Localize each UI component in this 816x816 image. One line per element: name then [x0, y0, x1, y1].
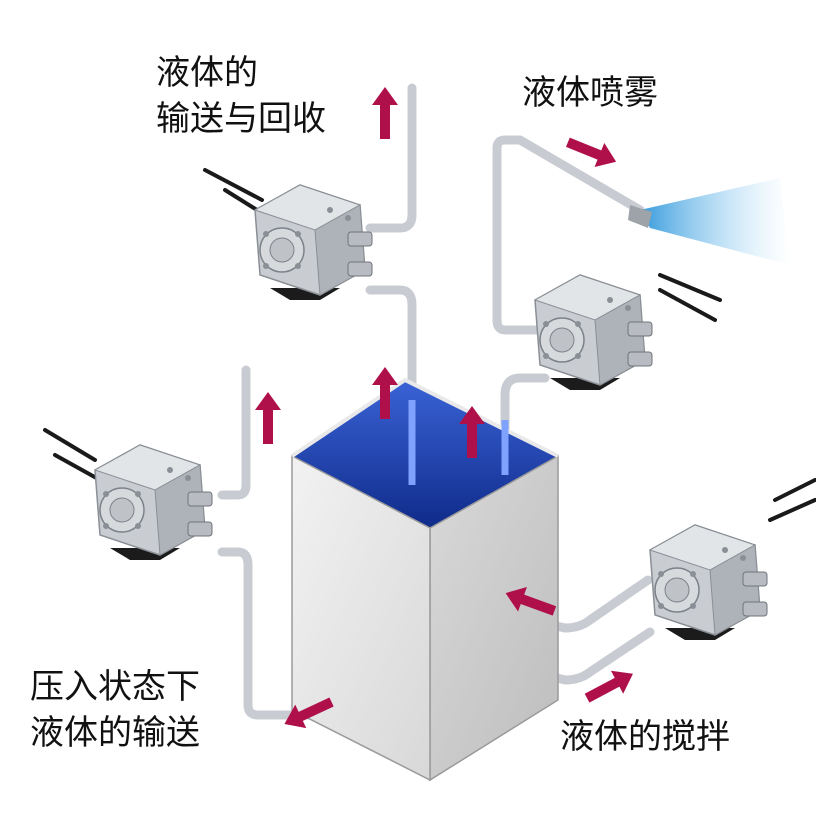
pipes — [217, 83, 655, 720]
label-top-left: 液体的 输送与回收 — [156, 50, 326, 142]
pump-icon — [254, 184, 373, 301]
tank — [290, 377, 559, 782]
arrow-icon — [255, 392, 281, 444]
label-bottom-left-line1: 压入状态下 — [30, 667, 200, 707]
label-top-right: 液体喷雾 — [522, 70, 658, 116]
pump-icon — [534, 274, 653, 391]
label-bottom-left-line2: 液体的输送 — [30, 713, 200, 753]
arrow-icon — [372, 87, 398, 139]
label-bottom-right-line1: 液体的搅拌 — [560, 717, 730, 757]
pump-icon — [94, 444, 213, 561]
label-top-right-line1: 液体喷雾 — [522, 73, 658, 113]
label-top-left-line2: 输送与回收 — [156, 99, 326, 139]
label-bottom-left: 压入状态下 液体的输送 — [30, 664, 200, 756]
label-top-left-line1: 液体的 — [156, 53, 258, 93]
spray-nozzle-icon — [628, 178, 790, 265]
pump-icon — [649, 524, 768, 641]
cables — [43, 168, 816, 522]
label-bottom-right: 液体的搅拌 — [560, 714, 730, 760]
